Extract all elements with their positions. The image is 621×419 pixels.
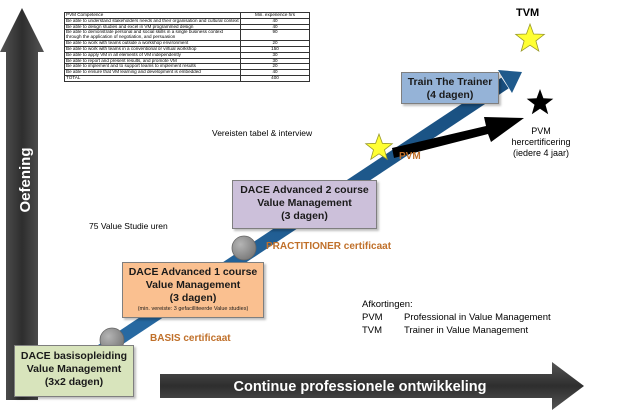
advanced-2-line-1: DACE Advanced 2 course [240,184,369,196]
advanced-1-course-box: DACE Advanced 1 course Value Management … [122,262,264,318]
basis-course-line-1: DACE basisopleiding [20,350,128,362]
basis-certificate-label: BASIS certificaat [150,333,231,344]
star-icon-tvm [514,22,546,53]
practitioner-certificate-label: PRACTITIONER certificaat [266,241,392,252]
recertification-arrow [392,117,524,158]
competence-cell: Be able to demonstrate personal and soci… [64,29,241,42]
hours-cell: 40 [240,23,310,31]
vertical-axis-label: Oefening [17,147,34,212]
horizontal-axis-arrow [160,362,584,410]
requirements-label: Vereisten tabel & interview [212,128,313,138]
vertical-axis-arrow [0,8,44,400]
legend-abbr: TVM [362,325,383,336]
legend-text: Trainer in Value Management [404,325,529,336]
legend-row-tvm: TVM Trainer in Value Management [362,324,551,337]
advanced-1-line-2: Value Management [145,279,241,292]
advanced-1-line-3: (3 dagen) [169,292,217,305]
trainer-line-2: (4 dagen) [426,89,474,102]
recert-line-2: hercertificering [511,137,571,147]
recert-line-3: (iedere 4 jaar) [512,148,570,158]
progression-arrow [56,70,522,384]
advanced-1-note: (min. vereiste: 3 gefacilliteerde Value … [137,306,249,313]
abbreviations-legend: Afkortingen: PVM Professional in Value Ma… [362,298,551,337]
advanced-2-course-box: DACE Advanced 2 course Value Management … [232,180,377,229]
hours-cell: 90 [240,29,310,42]
star-icon-pvm [364,132,394,161]
competence-table: PVM Competence Min. experience hrs Be ab… [64,12,310,82]
legend-abbr: PVM [362,312,383,323]
basis-course-box: DACE basisopleiding Value Management (3x… [14,345,134,397]
hours-cell: 400 [240,74,310,82]
tvm-label: TVM [516,7,540,19]
pvm-recertification-label: PVM hercertificering (iedere 4 jaar) [496,126,586,159]
basis-course-line-2: Value Management [26,363,122,376]
competence-table-row: Be able to design studies and excel in V… [64,23,310,31]
value-study-hours-label: 75 Value Studie uren [89,221,168,231]
basis-course-line-3: (3x2 dagen) [44,376,104,389]
legend-row-pvm: PVM Professional in Value Management [362,311,551,324]
advanced-1-line-1: DACE Advanced 1 course [128,266,258,278]
advanced-2-line-2: Value Management [257,197,352,210]
legend-text: Professional in Value Management [404,312,551,323]
train-the-trainer-box: Train The Trainer (4 dagen) [401,72,499,104]
competence-cell: TOTAL [64,74,241,82]
competence-table-body: Be able to understand stakeholders needs… [64,17,310,82]
competence-table-row: Be able to demonstrate personal and soci… [64,29,310,42]
star-icon-recert [526,89,554,115]
pvm-label: PVM [399,151,421,162]
horizontal-axis-label: Continue professionele ontwikkeling [234,379,487,395]
recert-line-1: PVM [531,126,551,136]
legend-title: Afkortingen: [362,299,413,310]
advanced-2-line-3: (3 dagen) [281,210,328,223]
milestone-circle-value-hours [231,235,257,261]
trainer-line-1: Train The Trainer [407,76,493,88]
